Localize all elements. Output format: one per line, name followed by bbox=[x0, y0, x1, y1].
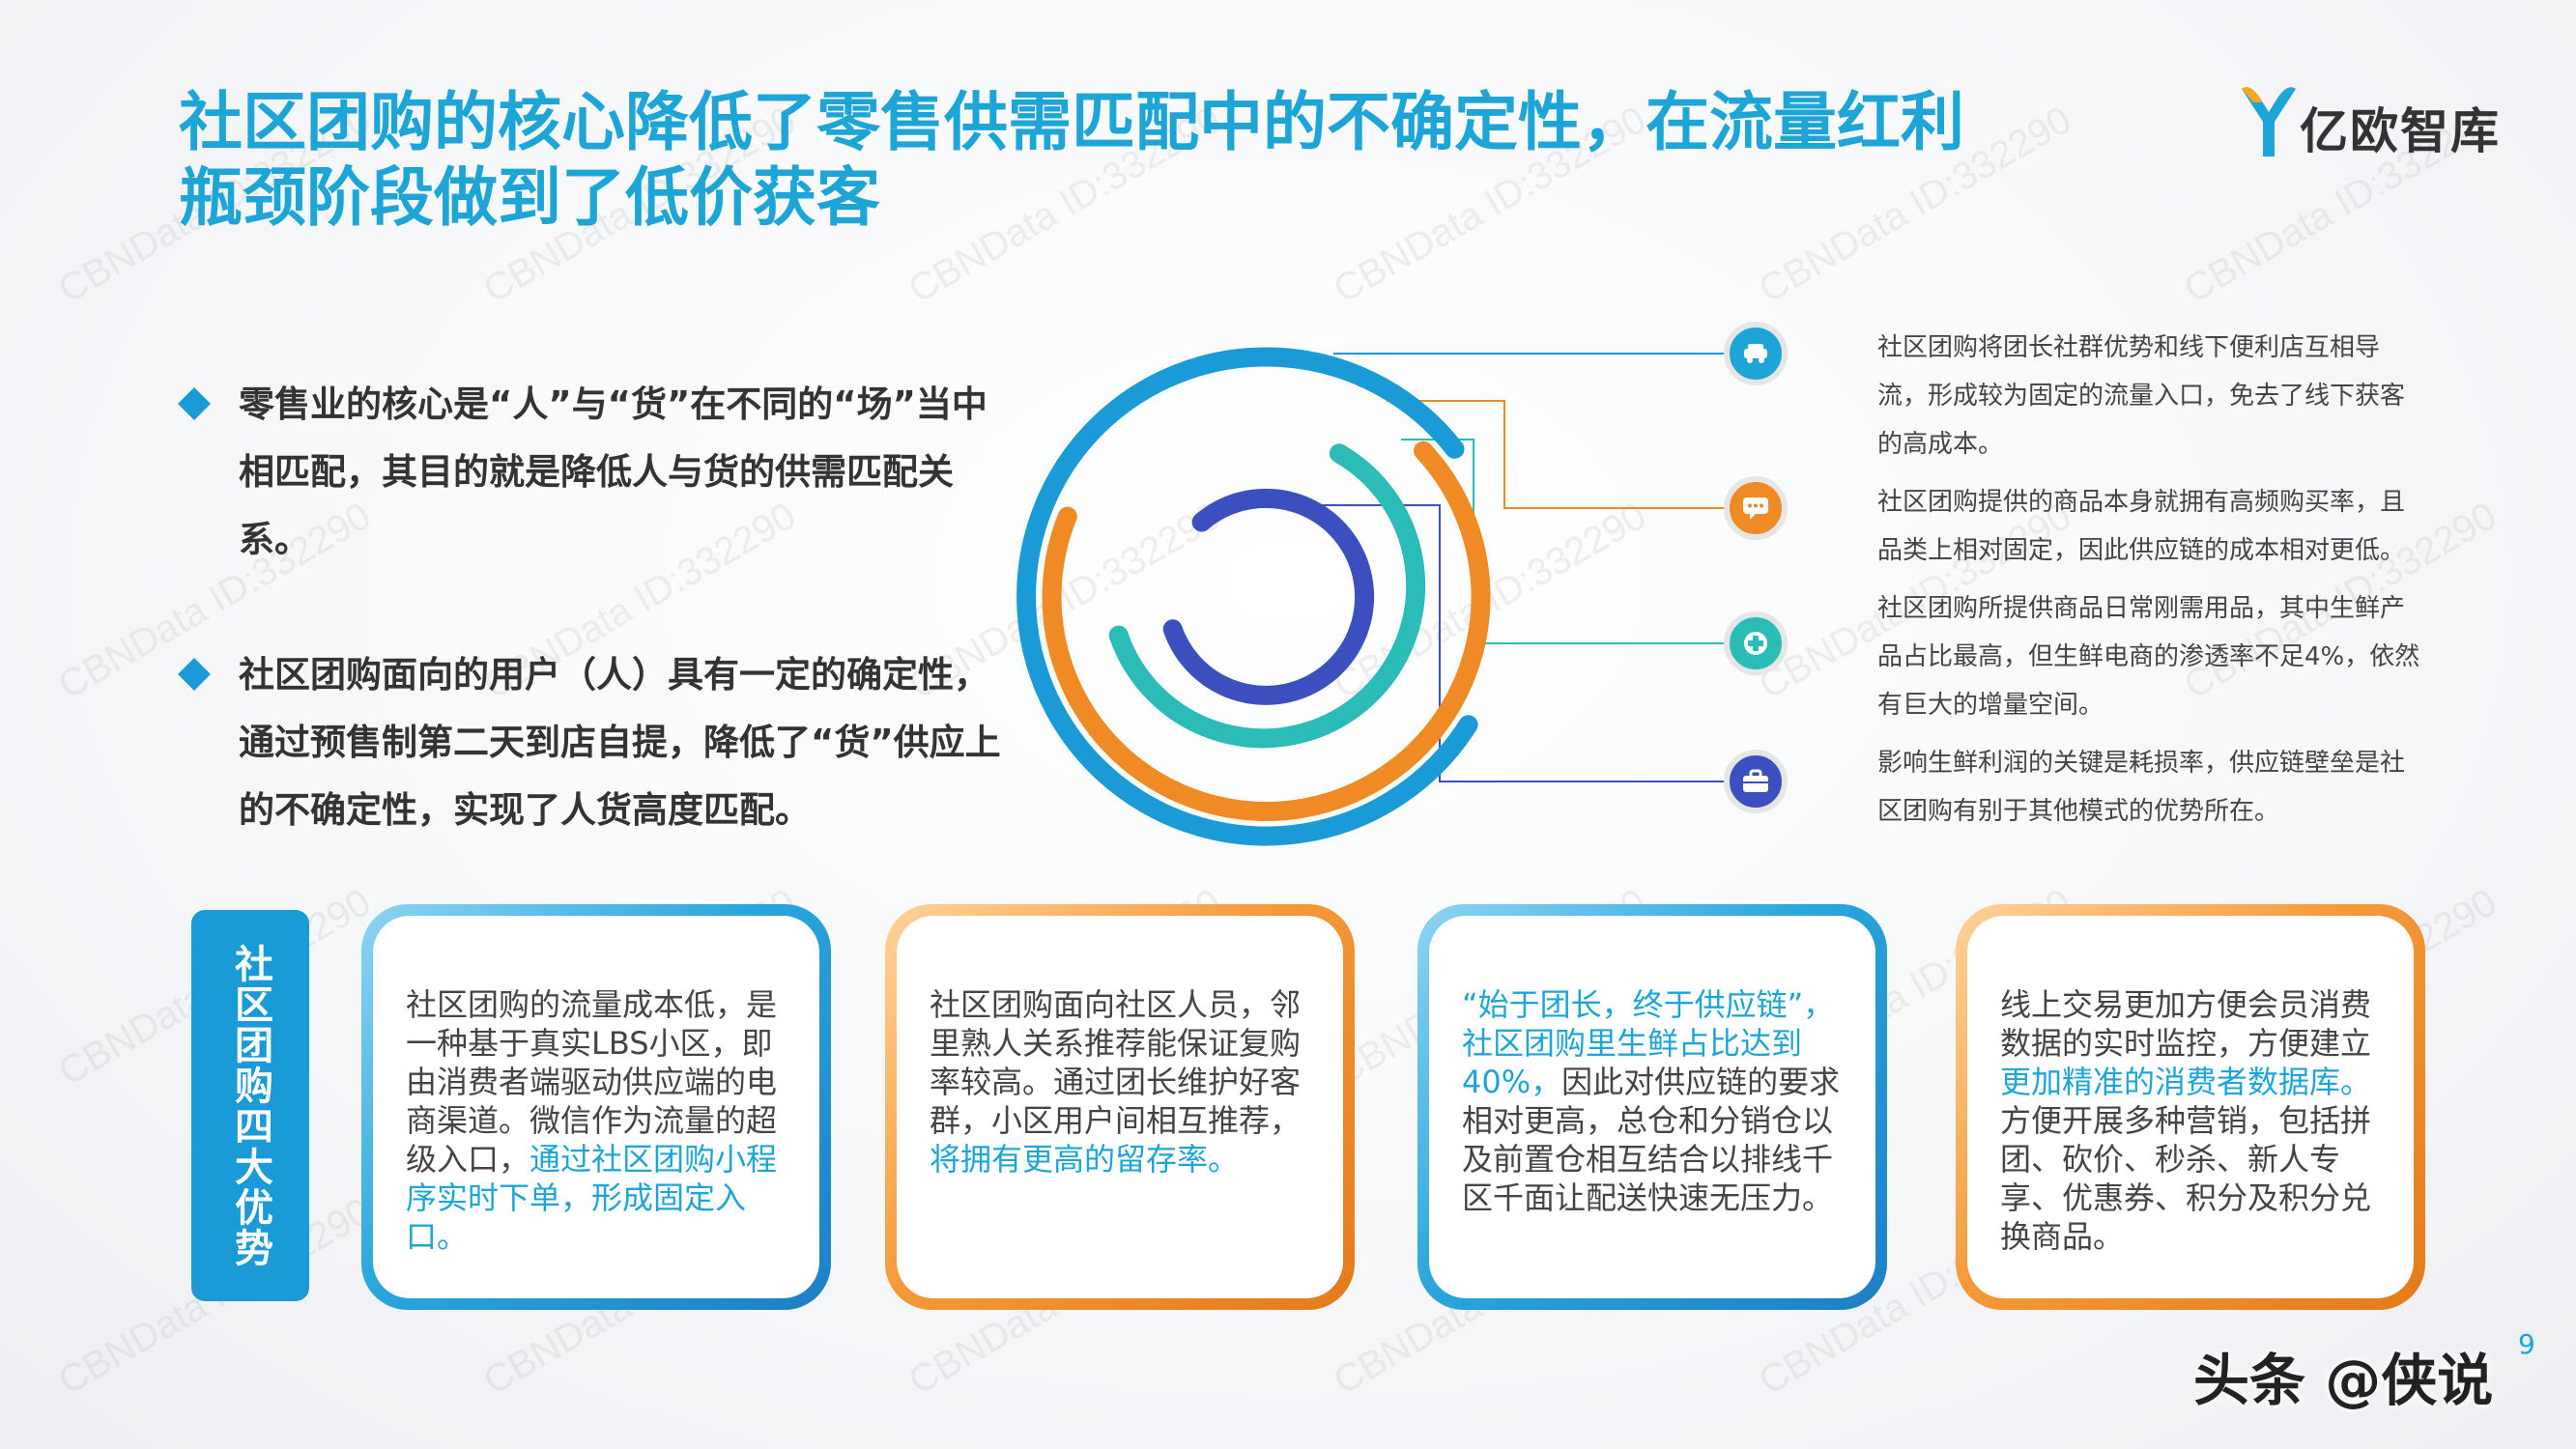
advantages-label-text: 社区团购四大优势 bbox=[228, 943, 272, 1268]
ring-outer bbox=[1016, 347, 1478, 846]
card-highlight: “始于团长，终于供应链”，社区团购里生鲜占比达到40%， bbox=[1462, 986, 1835, 1100]
note-text: 社区团购将团长社群优势和线下便利店互相导流，形成较为固定的流量入口，免去了线下获… bbox=[1877, 333, 2406, 459]
advantage-card: “始于团长，终于供应链”，社区团购里生鲜占比达到40%，因此对供应链的要求相对更… bbox=[1417, 904, 1887, 1310]
footer-tag: 头条 @侠说 bbox=[2193, 1348, 2494, 1413]
ring-inner bbox=[1162, 488, 1375, 705]
card-text: 因此对供应链的要求相对更高，总仓和分销仓以及前置仓相互结合以排线千区千面让配送快… bbox=[1462, 1064, 1841, 1216]
diamond-bullet-icon bbox=[178, 658, 211, 691]
connector-line bbox=[1256, 504, 1730, 782]
bullet-text: 零售业的核心是“人”与“货”在不同的“场”当中相匹配，其目的就是降低人与货的供需… bbox=[239, 384, 987, 560]
message-icon bbox=[1724, 476, 1788, 540]
card-body: “始于团长，终于供应链”，社区团购里生鲜占比达到40%，因此对供应链的要求相对更… bbox=[1429, 916, 1875, 1298]
card-highlight: 将拥有更高的留存率。 bbox=[930, 1141, 1240, 1178]
diamond-bullet-icon bbox=[178, 387, 211, 420]
notes-column: 社区团购将团长社群优势和线下便利店互相导流，形成较为固定的流量入口，免去了线下获… bbox=[1877, 324, 2428, 836]
bullet-item: 社区团购面向的用户（人）具有一定的确定性，通过预售制第二天到店自提，降低了“货”… bbox=[178, 641, 1019, 844]
bullet-text: 社区团购面向的用户（人）具有一定的确定性，通过预售制第二天到店自提，降低了“货”… bbox=[239, 654, 1001, 831]
ring-teal bbox=[1108, 443, 1426, 749]
advantage-card: 线上交易更加方便会员消费数据的实时监控，方便建立更加精准的消费者数据库。方便开展… bbox=[1956, 904, 2425, 1310]
card-text: 社区团购面向社区人员，邻里熟人关系推荐能保证复购率较高。通过团长维护好客群，小区… bbox=[930, 986, 1302, 1139]
ring-orange bbox=[1042, 440, 1491, 821]
card-highlight: 更加精准的消费者数据库。 bbox=[2000, 1064, 2372, 1100]
logo-mark-icon bbox=[2242, 87, 2296, 156]
card-highlight: 通过社区团购小程序实时下单，形成固定入口。 bbox=[406, 1141, 778, 1255]
card-text: 线上交易更加方便会员消费数据的实时监控，方便建立 bbox=[2000, 986, 2372, 1062]
card-body: 社区团购的流量成本低，是一种基于真实LBS小区，即由消费者端驱动供应端的电商渠道… bbox=[373, 916, 819, 1298]
note-text: 影响生鲜利润的关键是耗损率，供应链壁垒是社区团购有别于其他模式的优势所在。 bbox=[1877, 749, 2406, 826]
page-title: 社区团购的核心降低了零售供需匹配中的不确定性，在流量红利瓶颈阶段做到了低价获客 bbox=[179, 85, 1964, 235]
rings-diagram bbox=[1016, 347, 1730, 846]
medical-cross-icon bbox=[1724, 611, 1788, 675]
connector-line bbox=[1387, 400, 1730, 509]
page-number: 9 bbox=[2518, 1328, 2535, 1360]
note-text: 社区团购所提供商品日常刚需用品，其中生鲜产品占比最高，但生鲜电商的渗透率不足4%… bbox=[1877, 594, 2420, 720]
advantage-card: 社区团购的流量成本低，是一种基于真实LBS小区，即由消费者端驱动供应端的电商渠道… bbox=[361, 904, 831, 1310]
bullet-item: 零售业的核心是“人”与“货”在不同的“场”当中相匹配，其目的就是降低人与货的供需… bbox=[178, 371, 1019, 574]
note-text: 社区团购提供的商品本身就拥有高频购买率，且品类上相对固定，因此供应链的成本相对更… bbox=[1877, 488, 2406, 565]
briefcase-icon bbox=[1724, 750, 1788, 813]
card-body: 社区团购面向社区人员，邻里熟人关系推荐能保证复购率较高。通过团长维护好客群，小区… bbox=[897, 916, 1343, 1298]
card-text: 社区团购的流量成本低，是一种基于真实LBS小区，即由消费者端驱动供应端的电商渠道… bbox=[406, 986, 778, 1178]
card-body: 线上交易更加方便会员消费数据的实时监控，方便建立更加精准的消费者数据库。方便开展… bbox=[1967, 916, 2414, 1298]
logo-text: 亿欧智库 bbox=[2300, 103, 2501, 159]
car-icon bbox=[1724, 322, 1788, 385]
logo: 亿欧智库 bbox=[2240, 79, 2520, 166]
advantage-card: 社区团购面向社区人员，邻里熟人关系推荐能保证复购率较高。通过团长维护好客群，小区… bbox=[885, 904, 1355, 1310]
card-text: 方便开展多种营销，包括拼团、砍价、秒杀、新人专享、优惠券、积分及积分兑换商品。 bbox=[2000, 1102, 2372, 1255]
advantages-label: 社区团购四大优势 bbox=[191, 910, 309, 1301]
